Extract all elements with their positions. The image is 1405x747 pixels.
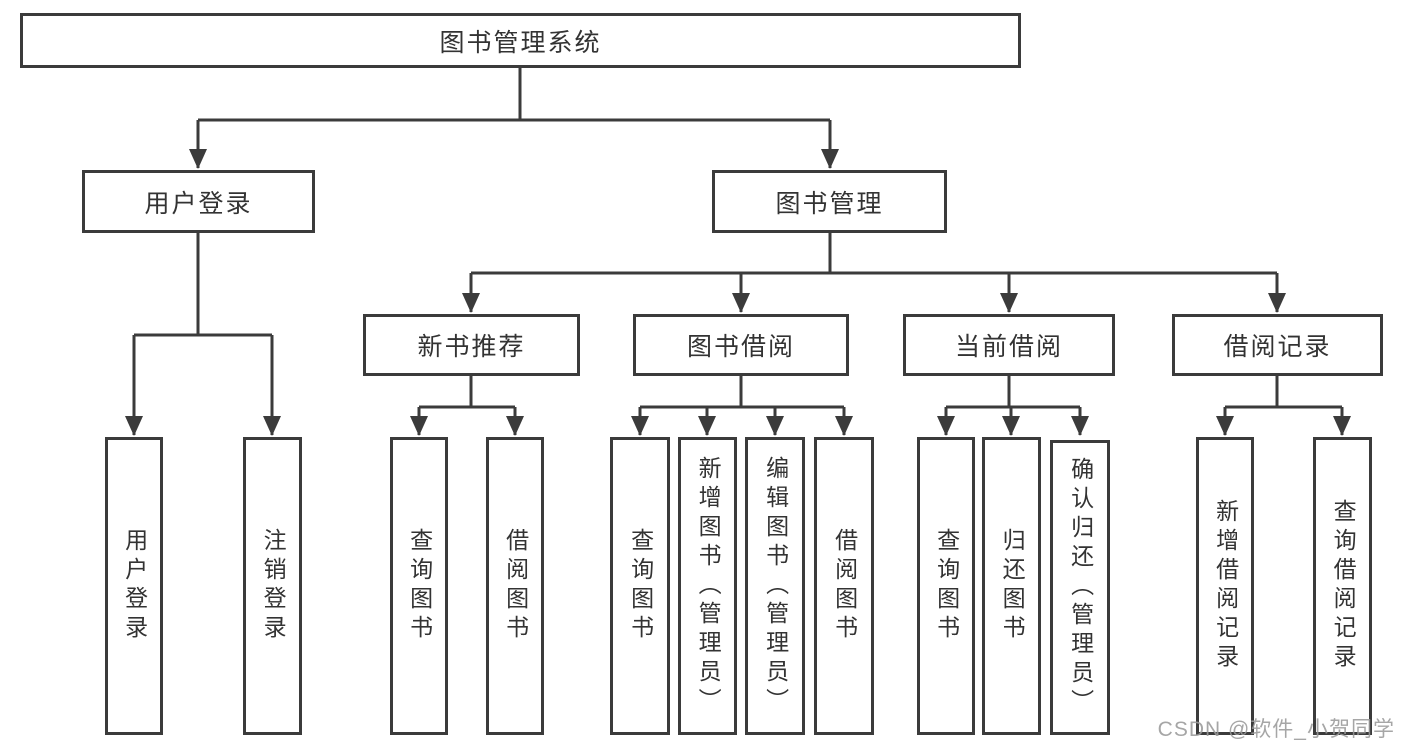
node-user-login: 用户登录 xyxy=(82,170,315,233)
leaf-borrow-book-label: 借阅图书 xyxy=(831,528,858,644)
leaf-user-login-label: 用户登录 xyxy=(121,528,148,644)
leaf-query-borrow-record: 查询借阅记录 xyxy=(1313,437,1372,735)
node-book-borrow: 图书借阅 xyxy=(633,314,849,376)
node-book-management: 图书管理 xyxy=(712,170,947,233)
node-user-login-label: 用户登录 xyxy=(144,189,253,218)
leaf-return-book: 归还图书 xyxy=(982,437,1041,735)
csdn-watermark: CSDN @软件_小贺同学 xyxy=(1157,718,1395,741)
connector-user-login xyxy=(134,233,272,337)
connector-new-book-recommend xyxy=(419,376,515,409)
node-current-borrow: 当前借阅 xyxy=(903,314,1115,376)
leaf-query-books-current: 查询图书 xyxy=(917,437,975,735)
leaf-logout: 注销登录 xyxy=(243,437,302,735)
node-book-management-label: 图书管理 xyxy=(775,189,884,218)
node-borrow-records-label: 借阅记录 xyxy=(1223,333,1332,361)
connector-current-borrow xyxy=(946,376,1080,409)
connector-book-management xyxy=(471,233,1277,275)
node-current-borrow-label: 当前借阅 xyxy=(954,333,1063,361)
leaf-borrow-books-recommend-label: 借阅图书 xyxy=(502,528,529,644)
leaf-add-borrow-record: 新增借阅记录 xyxy=(1196,437,1254,735)
leaf-borrow-book: 借阅图书 xyxy=(814,437,874,735)
leaf-add-borrow-record-label: 新增借阅记录 xyxy=(1212,499,1239,673)
leaf-confirm-return-admin: 确认归还（管理员） xyxy=(1050,440,1110,735)
leaf-user-login: 用户登录 xyxy=(105,437,163,735)
leaf-logout-label: 注销登录 xyxy=(260,528,287,644)
leaf-borrow-books-recommend: 借阅图书 xyxy=(486,437,544,735)
leaf-query-books-borrow: 查询图书 xyxy=(610,437,670,735)
node-root-system: 图书管理系统 xyxy=(20,13,1021,68)
connector-book-borrow xyxy=(640,376,844,409)
leaf-query-books-borrow-label: 查询图书 xyxy=(627,528,654,644)
leaf-query-books-recommend-label: 查询图书 xyxy=(406,528,433,644)
connector-borrow-records xyxy=(1225,376,1342,409)
leaf-return-book-label: 归还图书 xyxy=(999,528,1026,644)
leaf-query-borrow-record-label: 查询借阅记录 xyxy=(1330,499,1357,673)
node-new-book-recommend-label: 新书推荐 xyxy=(417,333,526,361)
connector-root xyxy=(198,68,830,122)
node-borrow-records: 借阅记录 xyxy=(1172,314,1383,376)
leaf-query-books-current-label: 查询图书 xyxy=(933,528,960,644)
leaf-add-book-admin-label: 新增图书（管理员） xyxy=(695,455,722,717)
node-new-book-recommend: 新书推荐 xyxy=(363,314,580,376)
node-book-borrow-label: 图书借阅 xyxy=(686,333,795,361)
leaf-edit-book-admin: 编辑图书（管理员） xyxy=(745,437,805,735)
leaf-edit-book-admin-label: 编辑图书（管理员） xyxy=(762,455,789,717)
leaf-add-book-admin: 新增图书（管理员） xyxy=(678,437,737,735)
leaf-query-books-recommend: 查询图书 xyxy=(390,437,448,735)
node-root-system-label: 图书管理系统 xyxy=(439,28,602,57)
leaf-confirm-return-admin-label: 确认归还（管理员） xyxy=(1067,457,1094,718)
